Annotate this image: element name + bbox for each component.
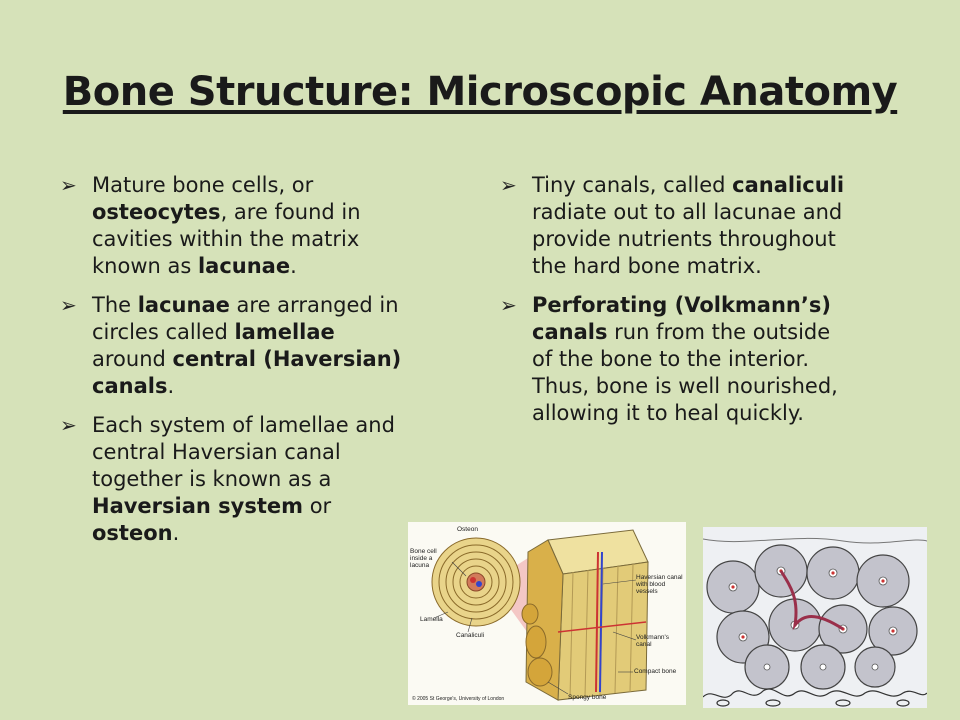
- bullet-line: canals.: [92, 373, 460, 400]
- text-segment: together is known as a: [92, 467, 332, 491]
- volkmann-canal-label: Volkmann's canal: [636, 634, 670, 648]
- text-segment: around: [92, 347, 173, 371]
- bullet-line: Thus, bone is well nourished,: [532, 373, 920, 400]
- bullet-line: Mature bone cells, or: [92, 172, 460, 199]
- text-segment: or: [303, 494, 332, 518]
- bullet-line: osteocytes, are found in: [92, 199, 460, 226]
- text-segment: .: [167, 374, 175, 398]
- bullet-line: Tiny canals, called canaliculi: [532, 172, 920, 199]
- bold-term: osteon: [92, 521, 173, 545]
- text-segment: central Haversian canal: [92, 440, 341, 464]
- text-segment: Mature bone cells, or: [92, 173, 314, 197]
- text-segment: .: [172, 521, 180, 545]
- bullet-line: The lacunae are arranged in: [92, 292, 460, 319]
- bullet-line: around central (Haversian): [92, 346, 460, 373]
- arrow-bullet-icon: ➢: [60, 413, 77, 437]
- left-bullet: ➢ Each system of lamellae and central Have…: [60, 412, 460, 547]
- bone-cell-label: Bone cell inside a lacuna: [410, 548, 437, 569]
- osteon-rings: [431, 537, 521, 627]
- text-segment: run from the outside: [607, 320, 831, 344]
- text-segment: The: [92, 293, 138, 317]
- text-segment: , are found in: [220, 200, 361, 224]
- canaliculi-label: Canaliculi: [456, 632, 485, 639]
- bullet-line: provide nutrients throughout: [532, 226, 920, 253]
- bold-term: canals: [532, 320, 608, 344]
- osteon-illustration: [431, 529, 649, 701]
- bone-micrograph: [702, 527, 928, 708]
- bullet-line: the hard bone matrix.: [532, 253, 920, 280]
- right-bullet: ➢Perforating (Volkmann’s)canals run from…: [500, 292, 920, 427]
- spongy-bone-label: Spongy bone: [568, 694, 607, 701]
- text-segment: circles called: [92, 320, 235, 344]
- text-segment: radiate out to all lacunae and: [532, 200, 843, 224]
- text-segment: provide nutrients throughout: [532, 227, 836, 251]
- bold-term: Haversian system: [92, 494, 304, 518]
- bullet-line: known as lacunae.: [92, 253, 460, 280]
- text-segment: are arranged in: [229, 293, 399, 317]
- bold-term: canals: [92, 374, 168, 398]
- text-segment: allowing it to heal quickly.: [532, 401, 804, 425]
- bullet-line: together is known as a: [92, 466, 460, 493]
- bold-term: lamellae: [234, 320, 335, 344]
- bullet-line: central Haversian canal: [92, 439, 460, 466]
- arrow-bullet-icon: ➢: [60, 293, 77, 317]
- bullet-line: Perforating (Volkmann’s): [532, 292, 920, 319]
- arrow-bullet-icon: ➢: [500, 293, 517, 317]
- bold-term: lacunae: [197, 254, 291, 278]
- arrow-bullet-icon: ➢: [500, 173, 517, 197]
- bullet-line: allowing it to heal quickly.: [532, 400, 920, 427]
- compact-bone-label: Compact bone: [634, 668, 677, 675]
- text-segment: Each system of lamellae and: [92, 413, 395, 437]
- bullet-line: Each system of lamellae and: [92, 412, 460, 439]
- haversian-canal-label: Haversian canal with blood vessels: [636, 574, 683, 595]
- arrow-bullet-icon: ➢: [60, 173, 77, 197]
- osteon-label: Osteon: [457, 526, 478, 533]
- bullet-line: radiate out to all lacunae and: [532, 199, 920, 226]
- bold-term: central (Haversian): [172, 347, 402, 371]
- bullet-line: canals run from the outside: [532, 319, 920, 346]
- text-segment: Thus, bone is well nourished,: [532, 374, 838, 398]
- bold-term: lacunae: [137, 293, 230, 317]
- micrograph-illustration: [702, 527, 928, 708]
- text-segment: Tiny canals, called: [532, 173, 733, 197]
- bold-term: osteocytes: [92, 200, 221, 224]
- osteon-diagram: Osteon Bone cell inside a lacuna Lamella…: [408, 522, 686, 705]
- text-segment: cavities within the matrix: [92, 227, 360, 251]
- text-segment: known as: [92, 254, 198, 278]
- bullet-line: of the bone to the interior.: [532, 346, 920, 373]
- lamella-label: Lamella: [420, 616, 443, 623]
- copyright-label: © 2005 St George's, University of London: [412, 696, 505, 702]
- bullet-line: cavities within the matrix: [92, 226, 460, 253]
- slide-title: Bone Structure: Microscopic Anatomy: [62, 69, 898, 115]
- bullet-line: circles called lamellae: [92, 319, 460, 346]
- text-segment: .: [290, 254, 297, 278]
- text-segment: of the bone to the interior.: [532, 347, 810, 371]
- bold-term: canaliculi: [732, 173, 845, 197]
- bullet-line: Haversian system or: [92, 493, 460, 520]
- text-segment: the hard bone matrix.: [532, 254, 762, 278]
- bold-term: Perforating (Volkmann’s): [532, 293, 831, 317]
- bullet-line: osteon.: [92, 520, 460, 547]
